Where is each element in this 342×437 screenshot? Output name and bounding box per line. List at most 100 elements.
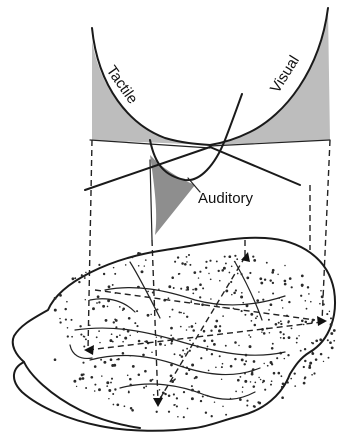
stipple-dot [252, 256, 254, 258]
stipple-dot [237, 273, 239, 275]
stipple-dot [54, 309, 57, 312]
stipple-dot [181, 262, 184, 265]
stipple-dot [124, 337, 127, 340]
stipple-dot [183, 391, 185, 393]
stipple-dot [186, 256, 188, 258]
stipple-dot [200, 357, 202, 359]
stipple-dot [83, 275, 85, 277]
stipple-dot [96, 302, 98, 304]
stipple-dot [291, 327, 293, 329]
stipple-dot [151, 352, 153, 354]
stipple-dot [127, 375, 129, 377]
stipple-dot [242, 391, 243, 392]
stipple-dot [210, 298, 212, 300]
stipple-dot [327, 339, 329, 341]
stipple-dot [245, 354, 248, 357]
stipple-dot [311, 374, 313, 376]
stipple-dot [249, 345, 252, 348]
stipple-dot [168, 285, 171, 288]
stipple-dot [66, 301, 68, 303]
stipple-dot [179, 273, 181, 275]
stipple-dot [180, 312, 182, 314]
stipple-dot [186, 261, 187, 262]
stipple-dot [79, 377, 82, 380]
stipple-dot [275, 323, 278, 326]
stipple-dot [188, 369, 190, 371]
stipple-dot [195, 323, 196, 324]
stipple-dot [98, 301, 100, 303]
stipple-dot [280, 337, 282, 339]
stipple-dot [108, 285, 111, 288]
stipple-dot [251, 320, 253, 322]
stipple-dot [207, 395, 209, 397]
stipple-dot [202, 395, 204, 397]
label-auditory: Auditory [198, 190, 254, 207]
stipple-dot [109, 339, 112, 342]
stipple-dot [209, 260, 211, 262]
stipple-dot [273, 372, 276, 375]
stipple-dot [252, 368, 255, 371]
stipple-dot [159, 389, 161, 391]
stipple-dot [256, 299, 259, 302]
stipple-dot [112, 284, 114, 286]
stipple-dot [103, 361, 106, 364]
stipple-dot [255, 317, 257, 319]
stipple-dot [191, 397, 194, 400]
stipple-dot [300, 350, 302, 352]
stipple-dot [272, 292, 274, 294]
stipple-dot [253, 259, 256, 262]
stipple-dot [280, 323, 282, 325]
stipple-dot [271, 347, 274, 350]
stipple-dot [152, 379, 154, 381]
stipple-dot [59, 318, 60, 319]
stipple-dot [85, 272, 87, 274]
stipple-dot [173, 287, 175, 289]
stipple-dot [205, 261, 207, 263]
stipple-dot [303, 324, 305, 326]
stipple-dot [111, 333, 113, 335]
stipple-dot [59, 294, 62, 297]
stipple-dot [129, 384, 131, 386]
stipple-dot [202, 287, 204, 289]
stipple-dot [236, 258, 238, 260]
stipple-dot [210, 330, 212, 332]
stipple-dot [188, 254, 190, 256]
stipple-dot [333, 340, 335, 342]
stipple-dot [141, 270, 144, 273]
stipple-dot [278, 298, 279, 299]
stipple-dot [116, 403, 119, 406]
stipple-dot [240, 296, 243, 299]
stipple-dot [176, 397, 178, 399]
stipple-dot [94, 384, 96, 386]
stipple-dot [85, 299, 86, 300]
stipple-dot [210, 278, 212, 280]
stipple-dot [266, 262, 268, 264]
stipple-dot [272, 343, 274, 345]
stipple-dot [222, 363, 224, 365]
stipple-dot [158, 289, 160, 291]
stipple-dot [84, 277, 86, 279]
stipple-dot [138, 265, 140, 267]
stipple-dot [159, 343, 162, 346]
stipple-dot [235, 289, 237, 291]
stipple-dot [218, 329, 221, 332]
stipple-dot [189, 350, 191, 352]
stipple-dot [310, 301, 312, 303]
stipple-dot [215, 320, 218, 323]
stipple-dot [272, 269, 275, 272]
projection-auditory [152, 240, 158, 402]
stipple-dot [136, 325, 138, 327]
stipple-dot [234, 341, 237, 344]
stipple-dot [312, 351, 314, 353]
stipple-dot [85, 387, 87, 389]
stipple-dot [323, 303, 325, 305]
stipple-dot [263, 405, 264, 406]
stipple-dot [129, 335, 131, 337]
stipple-dot [241, 273, 243, 275]
stipple-dot [162, 391, 165, 394]
stipple-dot [197, 391, 200, 394]
stipple-dot [107, 299, 110, 302]
stipple-dot [272, 282, 274, 284]
stipple-dot [85, 338, 87, 340]
stipple-dot [113, 321, 115, 323]
